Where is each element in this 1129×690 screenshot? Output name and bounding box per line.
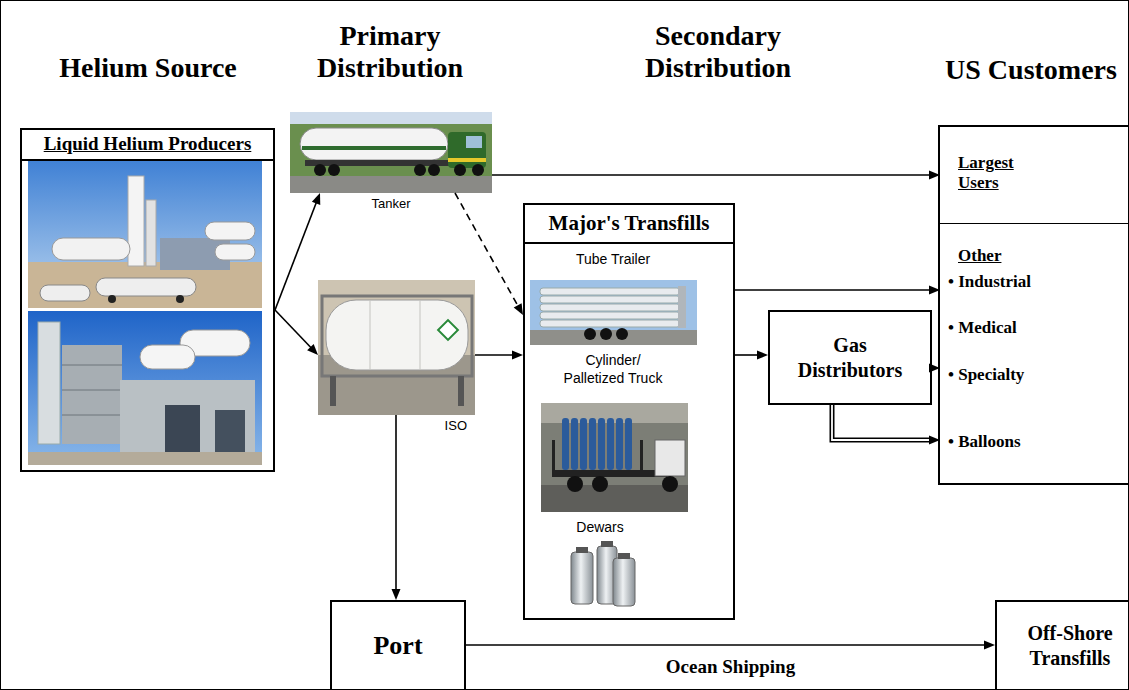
port-box: Port	[330, 600, 466, 690]
arrow-head	[307, 344, 318, 355]
customer-group: Other • Industrial • Medical • Specialty • B…	[940, 224, 1129, 485]
column-heading: Helium Source	[40, 52, 256, 84]
connector-line	[832, 405, 932, 440]
edge-label: Ocean Shipping	[662, 656, 799, 678]
distributor-box: Gas Distributors	[768, 310, 932, 405]
customer-group: Largest Users	[940, 127, 1129, 224]
connector-line	[475, 354, 515, 356]
node-text: • Specialty	[948, 365, 1024, 385]
connector-arrow	[455, 193, 523, 315]
connector-arrow	[735, 351, 768, 360]
connector-arrow	[475, 351, 523, 360]
node-text: ISO	[445, 418, 467, 434]
iso-photo: ISO	[318, 280, 475, 415]
node-text: Port	[373, 631, 422, 661]
node-text: • Medical	[948, 318, 1017, 338]
producer-box: Liquid Helium Producers	[20, 128, 275, 472]
tube-trailer-illustration	[530, 280, 697, 345]
node-text: Liquid Helium Producers	[22, 130, 273, 161]
connector-line	[455, 193, 519, 308]
connector-arrow	[275, 193, 320, 310]
node-text: US Customers	[926, 54, 1129, 86]
connector-line	[395, 415, 397, 592]
arrow-head	[984, 641, 995, 650]
node-text: • Balloons	[948, 432, 1021, 452]
node-text: Other	[958, 246, 1001, 266]
connector-arrow	[735, 286, 940, 295]
customer-box: US CustomersLargest UsersOther• Industri…	[938, 125, 1129, 485]
column-heading: Primary Distribution	[305, 20, 475, 84]
photo-caption: Tube Trailer	[548, 250, 678, 268]
node-text: Gas Distributors	[790, 333, 910, 383]
connector-arrow	[392, 415, 401, 600]
connector-line	[275, 310, 313, 349]
connector-arrow	[466, 641, 995, 650]
node-text: Off-Shore Transfills	[997, 621, 1129, 671]
iso-container-illustration	[318, 280, 475, 415]
transfill-box: Off-Shore Transfills	[995, 600, 1129, 690]
dewars-illustration	[571, 541, 635, 606]
plant-photo	[28, 157, 262, 308]
arrow-head	[312, 193, 320, 205]
arrow-head	[757, 351, 768, 360]
photo-caption: Cylinder/ Palletized Truck	[558, 351, 668, 387]
connector-inner-line	[832, 405, 929, 440]
connector-line	[492, 174, 932, 176]
tanker-illustration	[290, 112, 492, 193]
connector-line	[735, 289, 932, 291]
connector-line	[275, 201, 317, 311]
arrow-head	[514, 303, 523, 315]
column-heading: Secondary Distribution	[633, 20, 803, 84]
connector-arrow	[832, 405, 940, 445]
connector-arrow	[492, 171, 940, 180]
connector-arrow	[275, 310, 318, 355]
node-text: Major's Transfills	[525, 205, 733, 244]
photo-caption: Dewars	[560, 518, 640, 536]
arrow-head	[392, 589, 401, 600]
plant-photo	[28, 311, 262, 465]
arrow-head	[512, 351, 523, 360]
node-text: Tanker	[290, 196, 492, 212]
node-text: Largest Users	[958, 153, 1038, 193]
cylinder-truck-illustration	[541, 403, 688, 512]
node-text: • Industrial	[948, 272, 1031, 292]
connector-line	[735, 354, 760, 356]
tanker-photo: Tanker	[290, 112, 492, 193]
connector-line	[466, 644, 987, 646]
